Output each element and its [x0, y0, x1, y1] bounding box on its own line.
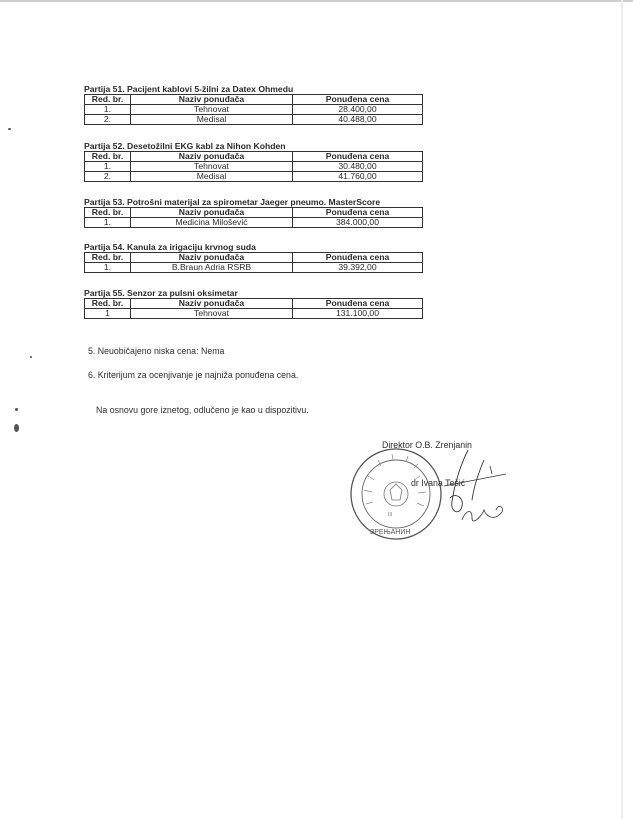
partition-53: Partija 53. Potrošni materijal za spirom… — [84, 197, 423, 228]
header-cell: Naziv ponuđača — [130, 94, 293, 105]
paragraph-criterion: 6. Kriterijum za ocenjivanje je najniža … — [88, 370, 299, 380]
header-cell: Red. br. — [84, 252, 131, 263]
stamp-text: ЗРЕЊАНИН — [370, 529, 410, 536]
table-cell: 1. — [84, 161, 131, 172]
partition-title: Partija 52. Desetožilni EKG kabl za Niho… — [84, 141, 286, 151]
svg-text:III: III — [388, 512, 392, 518]
header-cell: Ponuđena cena — [292, 94, 423, 105]
table-cell: 384.000,00 — [292, 217, 423, 228]
table-header-row: Red. br. Naziv ponuđača Ponuđena cena — [84, 151, 423, 162]
partition-55: Partija 55. Senzor za pulsni oksimetar R… — [84, 288, 423, 319]
header-cell: Ponuđena cena — [292, 151, 423, 162]
header-cell: Red. br. — [84, 298, 131, 309]
table-cell: 2. — [84, 171, 131, 182]
table-cell: 41.760,00 — [292, 171, 423, 182]
table-cell: 28.400,00 — [292, 104, 423, 115]
scan-edge-right — [621, 0, 623, 819]
table-cell: 40.488,00 — [292, 114, 423, 125]
table-cell: 1. — [84, 104, 131, 115]
table-cell: 30.480,00 — [292, 161, 423, 172]
offers-table: Red. br. Naziv ponuđača Ponuđena cena 1 … — [84, 298, 423, 319]
table-row: 1. Tehnovat 30.480,00 — [84, 161, 423, 172]
header-cell: Naziv ponuđača — [130, 298, 293, 309]
table-row: 2. Medisal 41.760,00 — [84, 171, 423, 182]
header-cell: Naziv ponuđača — [130, 151, 293, 162]
table-cell: 1 — [84, 308, 131, 319]
partition-title: Partija 53. Potrošni materijal za spirom… — [84, 197, 381, 207]
header-cell: Ponuđena cena — [292, 207, 423, 218]
table-row: 1. B.Braun Adria RSRB 39.392,00 — [84, 262, 423, 273]
header-cell: Naziv ponuđača — [130, 207, 293, 218]
partition-52: Partija 52. Desetožilni EKG kabl za Niho… — [84, 141, 423, 182]
table-header-row: Red. br. Naziv ponuđača Ponuđena cena — [84, 252, 423, 263]
table-cell: Tehnovat — [130, 161, 293, 172]
table-cell: Medicina Milošević — [130, 217, 293, 228]
table-row: 1 Tehnovat 131.100,00 — [84, 308, 423, 319]
offers-table: Red. br. Naziv ponuđača Ponuđena cena 1.… — [84, 252, 423, 273]
official-stamp: III ЗРЕЊАНИН — [350, 448, 442, 540]
table-header-row: Red. br. Naziv ponuđača Ponuđena cena — [84, 298, 423, 309]
paragraph-low-price: 5. Neuobičajeno niska cena: Nema — [88, 346, 225, 356]
table-cell: Tehnovat — [130, 308, 293, 319]
table-row: 2. Medisal 40.488,00 — [84, 114, 423, 125]
table-cell: 131.100,00 — [292, 308, 423, 319]
header-cell: Naziv ponuđača — [130, 252, 293, 263]
scan-speck — [8, 128, 11, 130]
header-cell: Red. br. — [84, 94, 131, 105]
offers-table: Red. br. Naziv ponuđača Ponuđena cena 1.… — [84, 94, 423, 125]
table-cell: 39.392,00 — [292, 262, 423, 273]
table-cell: B.Braun Adria RSRB — [130, 262, 293, 273]
signatory-name: dr Ivana Tešić — [411, 478, 466, 488]
signatory-title: Direktor O.B. Zrenjanin — [382, 440, 472, 450]
partition-51: Partija 51. Pacijent kablovi 5-žilni za … — [84, 84, 423, 125]
table-cell: Medisal — [130, 114, 293, 125]
header-cell: Ponuđena cena — [292, 298, 423, 309]
table-cell: Medisal — [130, 171, 293, 182]
partition-54: Partija 54. Kanula za irigaciju krvnog s… — [84, 242, 423, 273]
table-row: 1. Tehnovat 28.400,00 — [84, 104, 423, 115]
table-cell: Tehnovat — [130, 104, 293, 115]
table-cell: 2. — [84, 114, 131, 125]
offers-table: Red. br. Naziv ponuđača Ponuđena cena 1.… — [84, 207, 423, 228]
paragraph-conclusion: Na osnovu gore iznetog, odlučeno je kao … — [96, 405, 309, 415]
table-cell: 1. — [84, 262, 131, 273]
partition-title: Partija 55. Senzor za pulsni oksimetar — [84, 288, 238, 298]
scan-speck — [14, 424, 19, 432]
offers-table: Red. br. Naziv ponuđača Ponuđena cena 1.… — [84, 151, 423, 182]
scan-speck — [15, 408, 18, 411]
header-cell: Red. br. — [84, 207, 131, 218]
header-cell: Ponuđena cena — [292, 252, 423, 263]
partition-title: Partija 54. Kanula za irigaciju krvnog s… — [84, 242, 256, 252]
partition-title: Partija 51. Pacijent kablovi 5-žilni za … — [84, 84, 294, 94]
handwritten-signature — [443, 449, 507, 522]
table-cell: 1. — [84, 217, 131, 228]
scan-speck — [30, 356, 32, 358]
table-row: 1. Medicina Milošević 384.000,00 — [84, 217, 423, 228]
header-cell: Red. br. — [84, 151, 131, 162]
scan-edge-top — [0, 0, 633, 2]
table-header-row: Red. br. Naziv ponuđača Ponuđena cena — [84, 207, 423, 218]
table-header-row: Red. br. Naziv ponuđača Ponuđena cena — [84, 94, 423, 105]
